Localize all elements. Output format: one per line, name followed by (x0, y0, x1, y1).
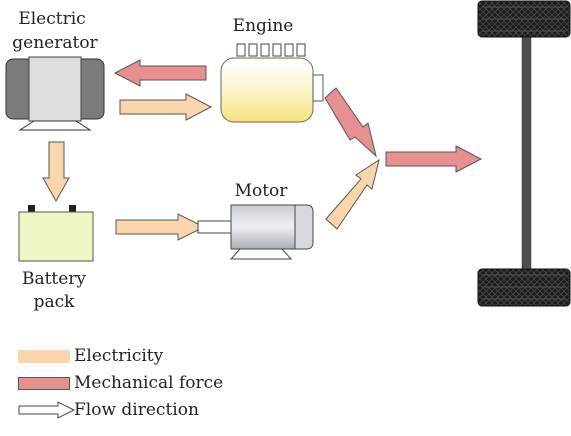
bottom-tire (477, 268, 571, 307)
generator-label-line1: Electric (18, 9, 85, 29)
flow-arrow-icon (18, 401, 76, 419)
electric-generator-icon (5, 56, 105, 131)
battery-label-line2: pack (34, 292, 76, 312)
arrow-engine-to-drive (324, 87, 377, 158)
legend-mechanical-label: Mechanical force (74, 373, 224, 393)
mechanical-force-swatch (18, 376, 70, 390)
battery-pack-icon (18, 205, 94, 262)
motor-label: Motor (235, 181, 289, 201)
arrow-motor-to-drive (325, 158, 380, 230)
arrow-to-wheels (385, 145, 483, 173)
motor-icon (197, 204, 314, 260)
electricity-swatch (18, 349, 70, 363)
legend-electricity-label: Electricity (74, 346, 164, 366)
arrow-generator-to-engine (119, 93, 213, 121)
wheel-axle-icon (477, 0, 571, 307)
legend-electricity: Electricity (18, 345, 163, 367)
arrow-battery-to-motor (115, 213, 206, 241)
legend-flow-label: Flow direction (74, 400, 199, 420)
engine-label: Engine (233, 16, 294, 36)
arrow-generator-to-battery (42, 141, 70, 203)
battery-label-line1: Battery (22, 269, 86, 289)
engine-icon (220, 43, 324, 123)
legend-flow: Flow direction (18, 399, 199, 421)
arrow-engine-to-generator (113, 59, 207, 87)
top-tire (477, 0, 571, 38)
legend-mechanical: Mechanical force (18, 372, 223, 394)
generator-label-line2: generator (12, 33, 98, 53)
